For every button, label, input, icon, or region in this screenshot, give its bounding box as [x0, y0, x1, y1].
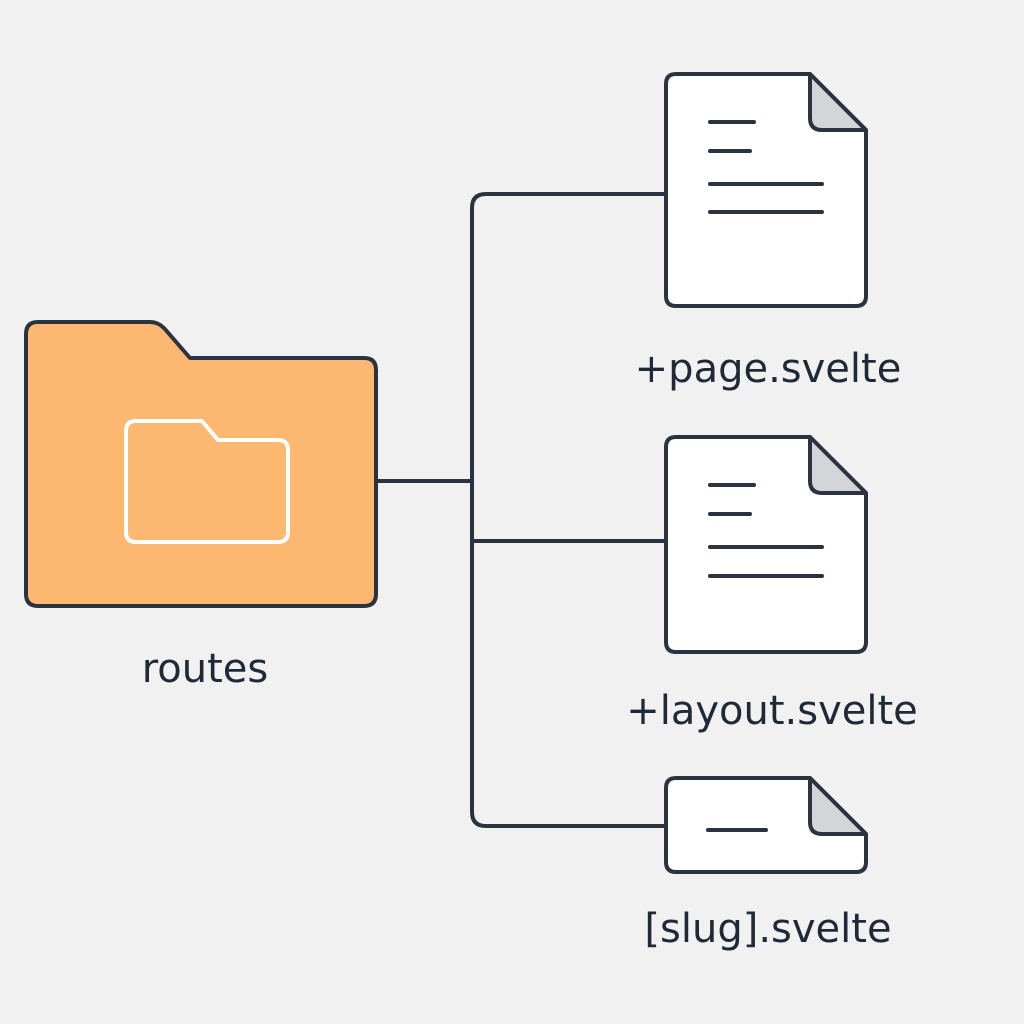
file-page-svelte[interactable]: +page.svelte	[635, 72, 902, 392]
file-text-lines-icon	[708, 120, 824, 214]
file-label-slug: [slug].svelte	[644, 906, 891, 952]
file-text-lines-icon	[708, 483, 824, 578]
folder-icon	[24, 320, 378, 608]
file-fold-icon	[808, 72, 868, 132]
folder-inner-outline-icon	[124, 419, 290, 544]
file-layout-svelte[interactable]: +layout.svelte	[626, 435, 918, 734]
connectors	[374, 192, 666, 828]
connector-trunk	[470, 192, 666, 828]
file-icon	[664, 72, 868, 308]
routes-folder[interactable]: routes	[24, 320, 378, 692]
file-label-layout: +layout.svelte	[626, 688, 918, 734]
folder-label: routes	[142, 646, 269, 692]
file-fold-icon	[808, 435, 868, 495]
file-slug-svelte[interactable]: [slug].svelte	[644, 776, 892, 952]
file-fold-icon	[808, 776, 868, 836]
file-label-page: +page.svelte	[635, 346, 902, 392]
